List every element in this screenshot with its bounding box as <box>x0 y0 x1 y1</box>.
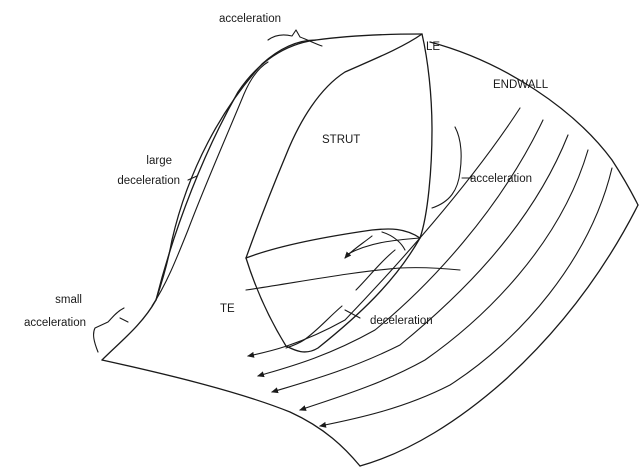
endwall-lower-edge <box>102 360 360 466</box>
bracket-small-acceleration <box>94 308 128 352</box>
bracket-deceleration-bottom <box>286 306 360 348</box>
streamline-5 <box>320 168 612 426</box>
label-acceleration-top: acceleration <box>219 13 281 25</box>
label-small: small <box>55 294 82 306</box>
endwall-surface <box>102 42 638 466</box>
label-endwall: ENDWALL <box>493 79 549 91</box>
label-deceleration-bottom: deceleration <box>370 315 433 327</box>
bracket-acceleration-right <box>432 127 472 208</box>
label-deceleration-left: deceleration <box>117 175 180 187</box>
strut-leading-surface <box>246 34 422 258</box>
streamline-root <box>246 268 460 290</box>
label-te: TE <box>220 303 235 315</box>
label-le: LE <box>426 41 440 53</box>
strut-outer-edge <box>102 34 422 360</box>
streamline-2 <box>258 120 543 376</box>
strut-face-right <box>286 238 420 352</box>
strut-trailing-edge <box>246 258 286 346</box>
strut-inner-edge <box>156 40 316 300</box>
label-acceleration-left: acceleration <box>24 317 86 329</box>
streamline-strut-face <box>346 238 420 255</box>
streamline-4 <box>300 150 588 410</box>
label-acceleration-right: acceleration <box>470 173 532 185</box>
strut-trailing-surface <box>420 34 432 238</box>
strut-root-line <box>246 229 420 258</box>
endwall-upper-edge <box>430 42 638 205</box>
streamline-strut-top <box>345 236 372 258</box>
label-large: large <box>146 155 172 167</box>
label-strut: STRUT <box>322 134 360 146</box>
streamlines <box>246 108 612 426</box>
brackets <box>94 30 472 352</box>
strut-body <box>102 34 432 360</box>
